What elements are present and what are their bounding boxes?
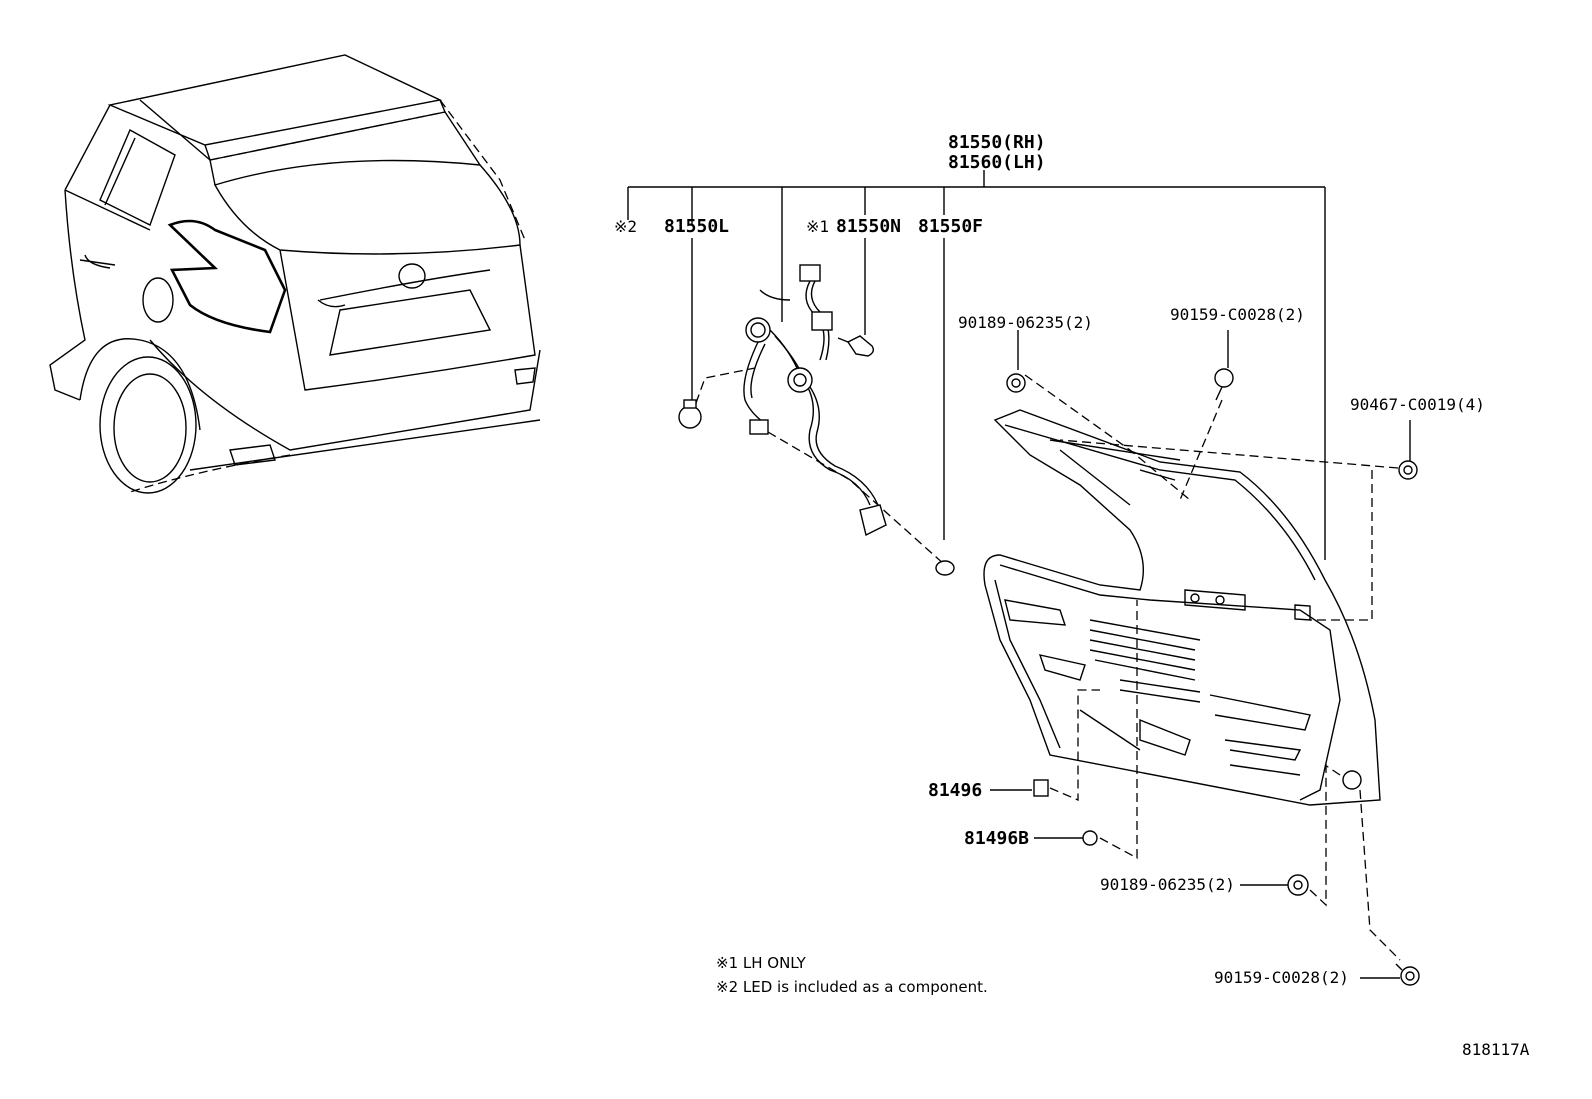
clip-81496 — [990, 689, 1100, 801]
bulb-81550F — [935, 560, 955, 576]
label-assembly-rh: 81550(RH) — [948, 132, 1046, 153]
label-81550F: 81550F — [918, 216, 983, 237]
label-mark1: ※1 — [806, 217, 829, 236]
note-2: ※2 LED is included as a component. — [716, 978, 988, 996]
label-screw-lower: 90159-C0028(2) — [1214, 968, 1349, 987]
label-clip-right: 90467-C0019(4) — [1350, 395, 1485, 414]
bulb-81550L — [678, 367, 756, 429]
nut-90189-upper — [1006, 330, 1191, 501]
clip-90467 — [1059, 420, 1418, 621]
label-81496: 81496 — [928, 780, 982, 801]
screw-90159-upper — [1179, 330, 1234, 501]
label-screw-upper: 90159-C0028(2) — [1170, 305, 1305, 324]
label-nut-upper: 90189-06235(2) — [958, 313, 1093, 332]
bulb-81550N — [837, 335, 875, 357]
grommet-lower-right — [1324, 764, 1401, 961]
label-mark2: ※2 — [614, 217, 637, 236]
note-1: ※1 LH ONLY — [716, 954, 807, 972]
socket-harness — [743, 264, 946, 566]
label-assembly-lh: 81560(LH) — [948, 152, 1046, 173]
label-81496B: 81496B — [964, 828, 1029, 849]
clip-81496B — [1034, 600, 1138, 860]
screw-90159-lower — [1360, 963, 1420, 986]
rear-combination-lamp-housing — [983, 409, 1381, 806]
assembly-bracket-lines — [627, 170, 1326, 560]
diagram-id: 818117A — [1462, 1040, 1530, 1059]
label-81550L: 81550L — [664, 216, 729, 237]
label-nut-lower: 90189-06235(2) — [1100, 875, 1235, 894]
nut-90189-lower — [1240, 760, 1327, 907]
label-81550N: 81550N — [836, 216, 901, 237]
vehicle-rear-illustration — [49, 54, 541, 494]
